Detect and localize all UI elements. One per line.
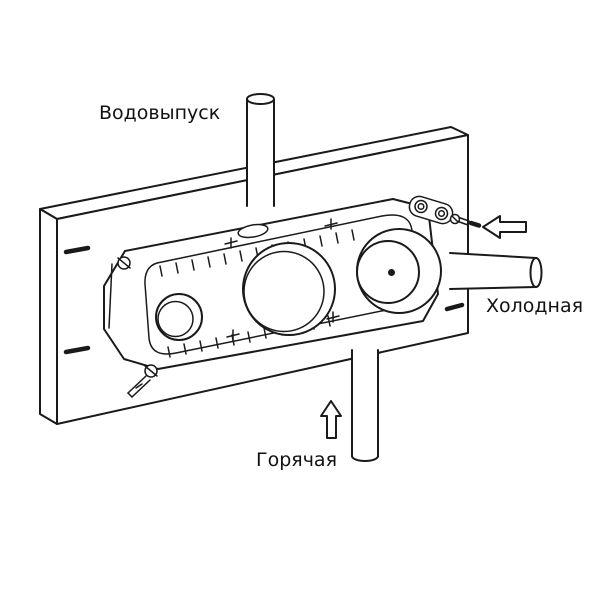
hollow-left-arrow-icon: [482, 215, 527, 239]
outlet-pipe: [246, 93, 275, 207]
cold-pipe-cap: [529, 257, 543, 288]
labels: Водовыпуск Холодная Горячая: [99, 102, 583, 471]
bracket-ring-right: [434, 206, 449, 221]
valve-body: [103, 195, 482, 398]
hot-pipe-cap: [351, 455, 379, 462]
main-knob-inner: [243, 250, 325, 333]
screw-bottom-left: [127, 364, 158, 398]
right-knob: [356, 240, 420, 304]
plate-left-face: [39, 208, 58, 425]
left-port-inner: [157, 300, 194, 338]
right-knob-center-dot: [388, 269, 395, 276]
wall-slot-left-bottom: [63, 345, 91, 355]
mounting-bracket: [408, 195, 454, 225]
arrows: [320, 215, 527, 439]
outlet-pipe-cap: [246, 93, 275, 105]
wall-slot-left-top: [63, 245, 91, 255]
cold-pipe: [449, 252, 543, 290]
screw-top-left: [117, 256, 131, 270]
label-hot: Горячая: [256, 449, 337, 471]
top-port-ellipse: [237, 223, 269, 239]
label-cold: Холодная: [486, 295, 583, 317]
screw-right: [449, 213, 482, 228]
hollow-up-arrow-icon: [320, 400, 342, 439]
left-port-outer: [155, 293, 203, 341]
main-knob-outer: [242, 242, 336, 336]
backplate-left-contour: [108, 263, 113, 329]
label-water-outlet: Водовыпуск: [99, 102, 220, 124]
pipes: [246, 93, 543, 462]
bracket-ring-left: [414, 199, 428, 214]
wall-slot-right: [444, 302, 465, 312]
hot-pipe: [351, 349, 379, 462]
clip-marks: [224, 218, 340, 341]
